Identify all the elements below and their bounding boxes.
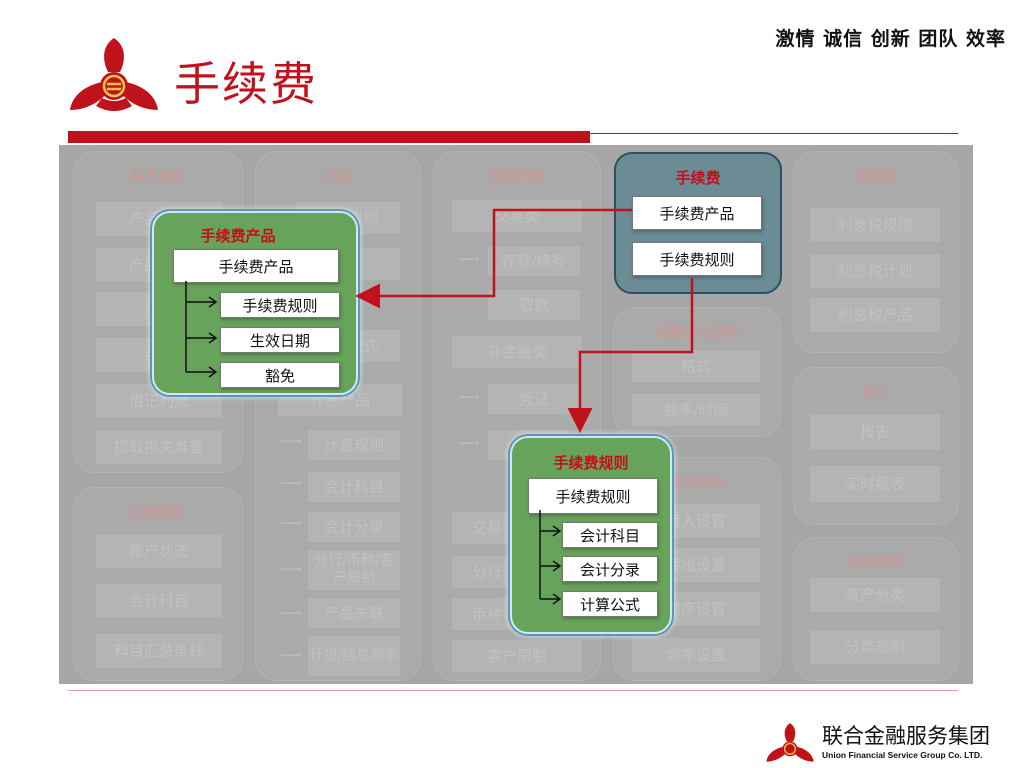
fee-box-item-rule: 手续费规则 — [632, 242, 762, 276]
bg-arrow: ⟶ — [280, 514, 302, 532]
fee-rule-child: 会计分录 — [562, 556, 658, 582]
bg-cell: 频率设置 — [632, 638, 760, 672]
bg-cell: 利息税产品 — [810, 298, 940, 332]
bg-column-title: 交易控制 — [489, 169, 545, 185]
bg-cell: 科目汇总条线 — [96, 634, 222, 668]
fee-rule-child: 会计科目 — [562, 522, 658, 548]
bg-cell: 非金融类 — [452, 336, 582, 368]
bg-cell: 会计科目 — [96, 584, 222, 618]
bg-cell: 产品关联 — [308, 598, 400, 628]
bg-arrow: ⟶ — [280, 432, 302, 450]
page-title: 手续费 — [174, 57, 318, 111]
bg-cell: 存款/续存 — [488, 246, 580, 276]
bg-arrow: ⟶ — [280, 474, 302, 492]
fee-product-main: 手续费产品 — [173, 249, 339, 283]
bg-column-title: 总账规则 — [130, 505, 186, 521]
fee-product-child: 生效日期 — [220, 327, 340, 353]
bg-cell: 会计科目 — [308, 472, 400, 502]
bg-cell: 格式 — [632, 350, 760, 382]
bg-column-statements: 对账单与回单 格式 频率/时间 — [613, 307, 781, 437]
product-tree-lines — [185, 281, 218, 378]
fee-product-child: 豁免 — [220, 362, 340, 388]
fee-rule-box: 手续费规则 手续费规则 会计科目 会计分录 计算公式 — [510, 436, 672, 634]
bg-cell: 账户状态 — [96, 534, 222, 568]
bg-cell: 利息税规则 — [810, 208, 940, 242]
bg-column-title: 风险控制 — [848, 555, 904, 571]
company-name-cn: 联合金融服务集团 — [822, 724, 990, 748]
bg-cell: 分行/币种/客户限制 — [308, 550, 400, 590]
fee-product-box-title: 手续费产品 — [200, 227, 276, 245]
bg-column-title: 对账单与回单 — [655, 325, 739, 341]
bg-cell: 凭证 — [488, 384, 580, 414]
title-underline — [68, 131, 590, 143]
bg-column-ledger-rules: 总账规则 账户状态 会计科目 科目汇总条线 — [73, 487, 243, 681]
fee-box-item-product: 手续费产品 — [632, 196, 762, 230]
bg-cell: 提取损失准备 — [96, 430, 222, 464]
fee-rule-main: 手续费规则 — [528, 478, 658, 514]
fee-product-child: 手续费规则 — [220, 292, 340, 318]
bg-cell: 计息规则 — [308, 430, 400, 460]
company-name-en: Union Financial Service Group Co. LTD. — [822, 750, 983, 760]
company-logo-icon — [70, 38, 158, 111]
bg-arrow: ⟶ — [458, 388, 480, 406]
diagram-panel: 基本信息 产品信息 产品价格 产品 余额 借记利息 提取损失准备 总账规则 账户… — [59, 145, 973, 684]
fee-box: 手续费 手续费产品 手续费规则 — [614, 152, 782, 294]
bg-column-risk-control: 风险控制 资产分类 分类规则 — [793, 537, 959, 681]
bg-cell: 分类规则 — [810, 630, 940, 664]
bg-arrow: ⟶ — [280, 604, 302, 622]
bg-column-title: 计息 — [324, 169, 352, 185]
footer-divider — [68, 690, 958, 691]
bg-cell: 交易类 — [452, 200, 582, 232]
slogan: 激情 诚信 创新 团队 效率 — [775, 28, 1006, 50]
connector-product — [355, 208, 632, 309]
bg-cell: 取款 — [488, 290, 580, 320]
bg-cell: 资产分类 — [810, 578, 940, 612]
bg-arrow: ⟶ — [280, 646, 302, 664]
bg-column-title: 审计 — [862, 385, 890, 401]
company-logo-small-icon — [766, 723, 814, 762]
bg-arrow: ⟶ — [280, 560, 302, 578]
bg-cell: 实时报表 — [810, 466, 940, 502]
bg-column-audit: 审计 报表 实时报表 — [793, 367, 959, 525]
fee-rule-box-title: 手续费规则 — [553, 454, 629, 472]
bg-cell: 利息税计划 — [810, 254, 940, 288]
title-underline-thin — [590, 133, 958, 134]
bg-arrow: ⟶ — [458, 434, 480, 452]
bg-cell: 客户限制 — [452, 640, 582, 672]
bg-cell: 频率/时间 — [632, 394, 760, 426]
bg-column-interest-tax: 利息税 利息税规则 利息税计划 利息税产品 — [793, 151, 959, 353]
bg-arrow: ⟶ — [458, 250, 480, 268]
bg-cell: 报表 — [810, 414, 940, 450]
rule-tree-lines — [539, 510, 562, 605]
connector-rule — [567, 278, 694, 433]
bg-column-title: 固定转存 — [669, 475, 725, 491]
bg-cell: 计提/结息频率 — [308, 636, 400, 676]
bg-column-title: 利息税 — [855, 169, 897, 185]
fee-box-title: 手续费 — [675, 169, 721, 187]
bg-column-transaction-control: 交易控制 交易类 ⟶ 存款/续存 取款 非金融类 ⟶ 凭证 ⟶ 计息 交易 分行… — [433, 151, 601, 681]
fee-rule-child: 计算公式 — [562, 591, 658, 617]
bg-column-title: 基本信息 — [130, 169, 186, 185]
bg-cell: 会计分录 — [308, 512, 400, 542]
